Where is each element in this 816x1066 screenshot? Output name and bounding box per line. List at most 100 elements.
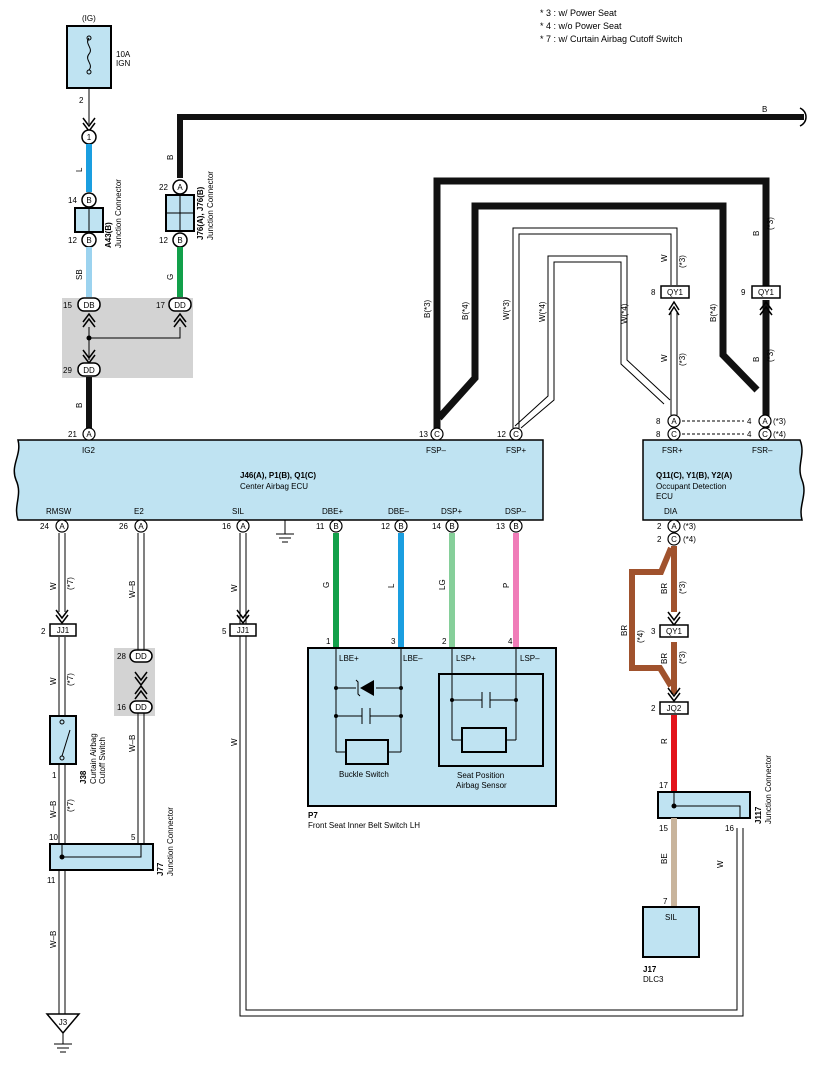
occ-dia: DIA (664, 507, 678, 516)
occ-pin-4c: 4 (747, 430, 752, 439)
p7-pin3: 3 (391, 637, 396, 646)
wire-tag-3: (*3) (766, 349, 775, 362)
switch-contact-icon (59, 719, 65, 725)
p7-pin1: 1 (326, 637, 331, 646)
connector-arrow-icon (134, 684, 148, 700)
j3-label: J3 (59, 1018, 68, 1027)
occ-dia-pin-a (667, 519, 681, 533)
ecu-ig2-pin: 21 (68, 430, 77, 439)
a43-desc: Junction Connector (114, 179, 123, 248)
p7-lsp-minus: LSP– (520, 654, 540, 663)
j17-sil: SIL (665, 913, 678, 922)
connector-arrow-icon (236, 609, 250, 625)
j77-internal (61, 844, 142, 858)
j76-pin-top: 22 (159, 183, 168, 192)
wire-label-B-top: B (762, 105, 767, 114)
wire-tag-3: (*3) (678, 255, 687, 268)
jj1-label-left: JJ1 (57, 626, 70, 635)
connector-arrow-icon (668, 300, 680, 316)
wire-label-BR4: BR (620, 625, 629, 636)
ecu-rmsw-letter: A (59, 522, 65, 531)
connector-arrow-icon (667, 687, 681, 703)
splice-dot (334, 686, 338, 690)
wire-label-W4-right: W(*4) (620, 303, 629, 324)
j38-desc1: Curtain Airbag (89, 733, 98, 784)
connector-arrow-icon (173, 312, 187, 328)
note-no-power-seat: * 4 : w/o Power Seat (540, 21, 622, 31)
fuse-terminal-icon (86, 35, 92, 41)
wire-label-B3: B(*3) (423, 299, 432, 318)
ecu-ig2-letter: A (86, 430, 92, 439)
ecu-pin-circle (509, 427, 523, 441)
occ-pin-a-right (758, 414, 772, 428)
dd29-label: DD (83, 366, 95, 375)
wire-label-WB-j38: W–B (49, 801, 58, 818)
wire-tag-7: (*7) (66, 577, 75, 590)
wire-white-W3 (512, 227, 678, 428)
j76-desc: Junction Connector (206, 171, 215, 240)
wire-white-j38 (58, 764, 66, 844)
j17-pin7: 7 (663, 897, 668, 906)
p7-lsp-plus: LSP+ (456, 654, 476, 663)
ecu-dsp-minus-label: DSP– (505, 507, 526, 516)
wire-label-W-sil: W (230, 584, 239, 592)
wire-label-W-qy1-lower: W (660, 354, 669, 362)
p7-name: P7 (308, 811, 318, 820)
wire-label-B4-right: B(*4) (709, 303, 718, 322)
wire-black-B3 (433, 177, 770, 428)
ecu-fsp-minus-letter: C (434, 430, 440, 439)
ecu-bottom-pins (55, 519, 523, 533)
wire-white-e2-2 (137, 713, 145, 844)
buckle-switch-box (345, 739, 389, 765)
occ-desc1: Occupant Detection (656, 482, 726, 491)
db-connector (77, 297, 101, 312)
wire-label-P-p7: P (502, 583, 511, 588)
dd29-pin: 29 (63, 366, 72, 375)
ecu-fsp-plus-pin: 12 (497, 430, 506, 439)
ecu-dbe-minus-label: DBE– (388, 507, 409, 516)
j76-letter-bottom: B (177, 236, 182, 245)
splice-dot (334, 714, 338, 718)
wire-label-B-left: B (166, 155, 175, 160)
dd28-label: DD (135, 652, 147, 661)
jj1-connector-left (49, 623, 77, 637)
wire-tag-4: (*4) (636, 630, 645, 643)
dd29-connector (77, 362, 101, 377)
wire-label-B-right: B (752, 231, 761, 236)
ecu-dbe-plus-letter: B (333, 522, 338, 531)
wire-label-SB: SB (75, 269, 84, 280)
p7-seatpos1: Seat Position (457, 771, 504, 780)
ecu-pin-circle (430, 427, 444, 441)
ground-icon (54, 1033, 72, 1053)
a43-name: A43(B) (104, 222, 113, 248)
buckle-switch-circuit (335, 648, 402, 753)
occ-pin-a (667, 414, 681, 428)
jq2-connector (659, 701, 689, 715)
wire-label-W3: W(*3) (502, 299, 511, 320)
wire-white-W-qy1 (670, 312, 678, 415)
occ-dia-pin-a-letter: A (671, 522, 677, 531)
ecu-ig2-label: IG2 (82, 446, 95, 455)
wire-break-icon (799, 107, 807, 127)
occ-name: Q11(C), Y1(B), Y2(A) (656, 471, 733, 480)
dd-internal-wire (88, 327, 181, 339)
occ-pin-8c: 8 (656, 430, 661, 439)
note-power-seat: * 3 : w/ Power Seat (540, 8, 617, 18)
zener-bar-icon (355, 679, 361, 697)
j117-name: J117 (754, 806, 763, 824)
note-curtain-cutoff: * 7 : w/ Curtain Airbag Cutoff Switch (540, 34, 682, 44)
ecu-fsp-plus-label: FSP+ (506, 446, 527, 455)
a43-pin-top: 14 (68, 196, 77, 205)
seat-sensor-element (461, 727, 507, 753)
jj1-pin-2: 2 (41, 627, 46, 636)
center-airbag-ecu (13, 439, 544, 521)
ecu-dsp-plus-letter: B (449, 522, 454, 531)
wire-label-W-rmsw: W (49, 582, 58, 590)
j77-pin5: 5 (131, 833, 136, 842)
ecu-pin-circle (82, 427, 96, 441)
wire-label-W-j117: W (716, 860, 725, 868)
wire-white-e2 (137, 533, 145, 650)
qy1-label-3: QY1 (666, 627, 683, 636)
occ-pin-c-letter: C (671, 430, 677, 439)
ecu-fsp-plus-letter: C (513, 430, 519, 439)
